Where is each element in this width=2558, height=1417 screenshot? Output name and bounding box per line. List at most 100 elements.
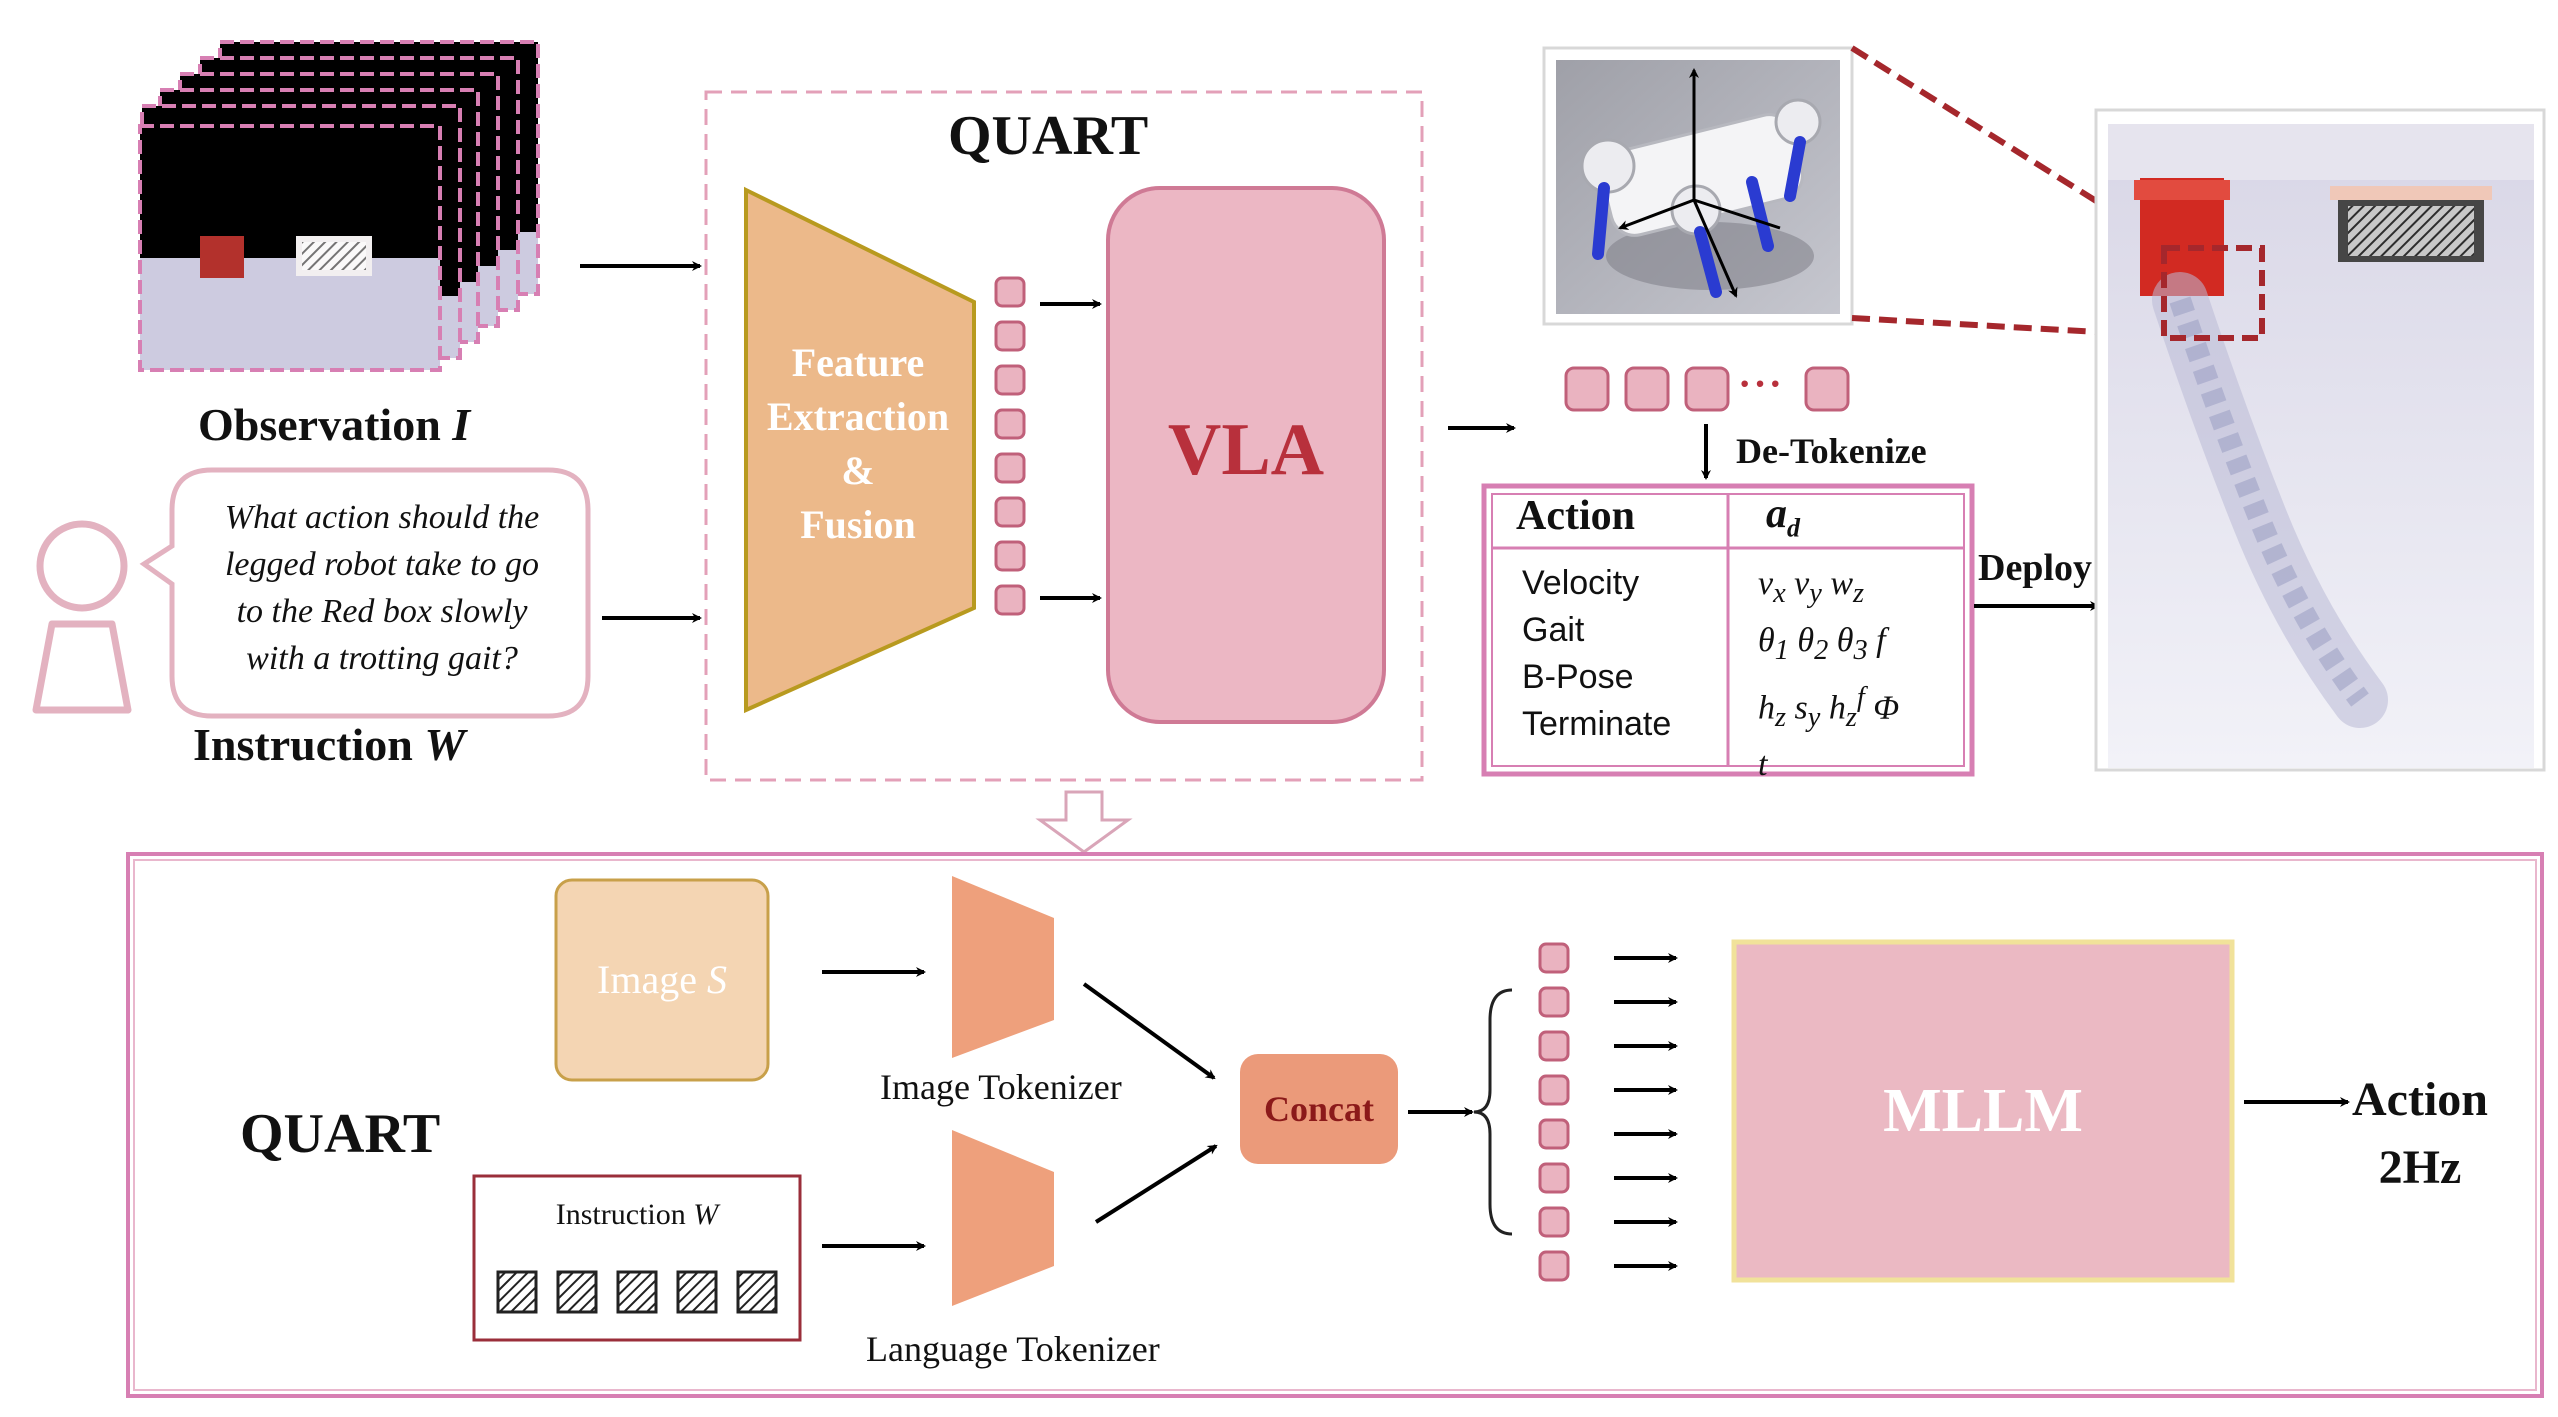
action-symbol: a	[1766, 491, 1787, 537]
token-ellipsis: ···	[1738, 361, 1785, 406]
image-tokenizer-block	[952, 876, 1054, 1058]
question-line: What action should the	[224, 499, 540, 536]
concat-label: Concat	[1264, 1089, 1374, 1129]
feature-token-column	[994, 276, 1026, 616]
feature-label-line: Fusion	[800, 502, 916, 547]
arrow-image-tokenizer-to-concat	[1082, 982, 1216, 1080]
output-label-line: 2Hz	[2378, 1141, 2462, 1194]
robot-render-image	[1542, 46, 1854, 326]
image-box-var: S	[706, 957, 727, 1002]
instruction-box-text: Instruction	[555, 1198, 686, 1231]
mllm-label: MLLM	[1883, 1077, 2083, 1145]
action-table-symbols: vx vy wz θ1 θ2 θ3 f hz sy hzf Φ t	[1758, 560, 1899, 788]
token-brace	[1473, 988, 1513, 1236]
action-row-name: B-Pose	[1522, 658, 1634, 696]
observation-label-text: Observation	[198, 399, 441, 450]
user-icon	[32, 520, 132, 714]
concat-token	[1538, 1162, 1570, 1194]
speech-bubble	[139, 467, 591, 719]
output-label: Action 2Hz	[2352, 1066, 2488, 1202]
feature-block-label: Feature Extraction & Fusion	[752, 336, 964, 552]
image-tokenizer-label: Image Tokenizer	[880, 1067, 1122, 1107]
detokenize-label: De-Tokenize	[1736, 431, 1927, 471]
concat-token	[1538, 1206, 1570, 1238]
action-token	[1684, 366, 1730, 412]
mllm-block	[1731, 939, 2235, 1283]
concat-token-column	[1538, 942, 1570, 1282]
output-label-line: Action	[2352, 1073, 2488, 1126]
word-token	[556, 1270, 598, 1314]
feature-token	[994, 496, 1026, 528]
image-box-label: Image S	[556, 956, 768, 1003]
hollow-down-arrow	[1035, 790, 1133, 854]
image-box	[554, 878, 770, 1082]
instruction-label: Instruction W	[193, 718, 465, 771]
word-token	[736, 1270, 778, 1314]
language-tokenizer-block	[952, 1130, 1054, 1306]
action-table-names: Velocity Gait B-Pose Terminate	[1522, 560, 1671, 748]
action-row-symbols: θ1 θ2 θ3 f	[1758, 621, 1886, 666]
word-token	[616, 1270, 658, 1314]
arrow-language-tokenizer-to-concat	[1094, 1144, 1218, 1224]
vla-label: VLA	[1167, 409, 1325, 491]
feature-token	[994, 408, 1026, 440]
quart-title-top: QUART	[948, 105, 1149, 167]
instruction-var: W	[424, 719, 466, 770]
feature-token	[994, 452, 1026, 484]
instruction-label-text: Instruction	[193, 719, 413, 770]
question-line: to the Red box slowly	[236, 593, 528, 630]
zoom-region-box	[2161, 245, 2265, 341]
concat-token	[1538, 942, 1570, 974]
word-token	[676, 1270, 718, 1314]
bottom-quart-container	[126, 852, 2544, 1398]
feature-label-line: Feature	[791, 340, 925, 385]
question-line: legged robot take to go	[224, 546, 540, 583]
feature-token	[994, 276, 1026, 308]
feature-token	[994, 320, 1026, 352]
feature-label-line: &	[841, 448, 875, 493]
concat-token	[1538, 1030, 1570, 1062]
action-row-name: Velocity	[1522, 564, 1640, 602]
concat-token	[1538, 1250, 1570, 1282]
feature-token	[994, 364, 1026, 396]
quart-title-bottom: QUART	[240, 1103, 441, 1165]
action-row-name: Terminate	[1522, 705, 1672, 743]
instruction-word-tokens	[496, 1270, 778, 1314]
observation-var: I	[452, 399, 471, 450]
action-token	[1804, 366, 1850, 412]
action-symbol-sub: d	[1787, 513, 1800, 543]
instruction-box-label: Instruction W	[474, 1198, 800, 1232]
concat-token	[1538, 1074, 1570, 1106]
observation-frame-front	[138, 124, 442, 372]
vla-block	[1106, 186, 1386, 724]
concat-block	[1240, 1054, 1398, 1164]
language-tokenizer-label: Language Tokenizer	[866, 1329, 1160, 1369]
word-token	[496, 1270, 538, 1314]
action-token	[1564, 366, 1610, 412]
action-row-name: Gait	[1522, 611, 1585, 649]
instruction-question: What action should the legged robot take…	[182, 494, 582, 682]
deploy-scene-image	[2094, 108, 2546, 772]
action-row-symbols: hz sy hzf Φ	[1758, 681, 1900, 733]
action-token-row	[1564, 366, 1850, 412]
feature-token	[994, 540, 1026, 572]
red-box-object	[200, 236, 244, 278]
feature-extraction-block	[744, 186, 976, 714]
action-row-symbols: vx vy wz	[1758, 565, 1865, 609]
feature-token	[994, 584, 1026, 616]
observation-label: Observation I	[198, 398, 470, 451]
action-row-symbols: t	[1758, 745, 1768, 783]
action-table-header-right: ad	[1766, 490, 1800, 543]
deploy-label: Deploy	[1978, 547, 2092, 589]
feature-label-line: Extraction	[766, 394, 950, 439]
instruction-box-var: W	[693, 1198, 719, 1231]
action-table-header-left: Action	[1516, 493, 1635, 539]
concat-token	[1538, 986, 1570, 1018]
image-box-text: Image	[597, 957, 697, 1002]
quart-container	[704, 90, 1424, 782]
question-line: with a trotting gait?	[246, 640, 518, 677]
token-to-mllm-arrows	[1614, 953, 1678, 1271]
action-table	[1481, 483, 1975, 777]
observation-frame-stack	[138, 40, 540, 372]
